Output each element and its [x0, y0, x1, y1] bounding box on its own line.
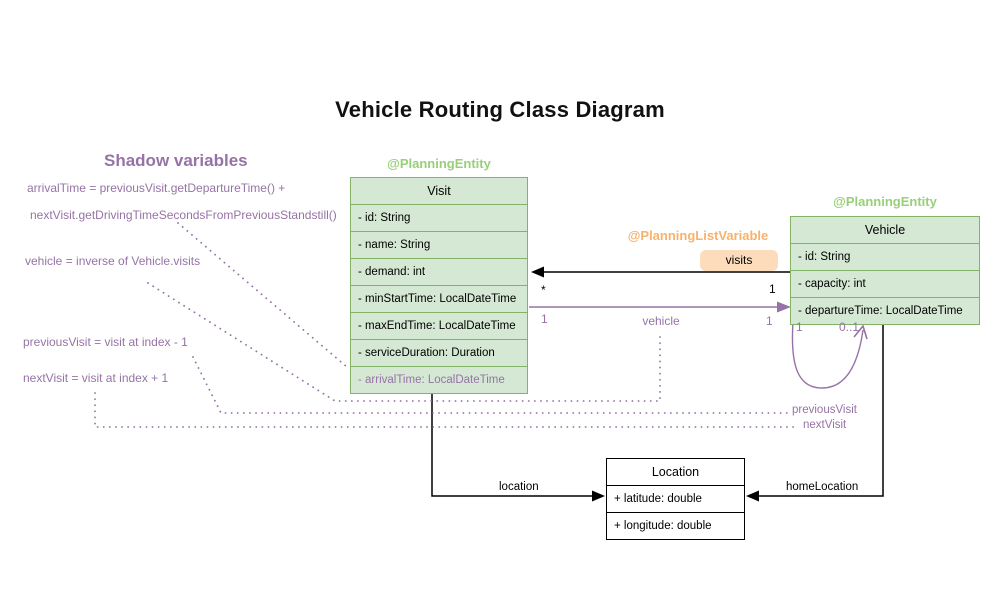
homelocation-arrowhead-icon: [746, 490, 759, 502]
homelocation-relationship-label: homeLocation: [786, 481, 859, 493]
shadow-variable-arrivaltime-cont: nextVisit.getDrivingTimeSecondsFromPrevi…: [30, 208, 337, 222]
shadow-variables-heading: Shadow variables: [104, 151, 248, 170]
visit-attr-demand: - demand: int: [351, 258, 527, 285]
shadow-variable-previousvisit: previousVisit = visit at index - 1: [23, 335, 188, 349]
visit-attr-maxendtime: - maxEndTime: LocalDateTime: [351, 312, 527, 339]
location-class-box: Location + latitude: double + longitude:…: [606, 458, 745, 540]
visit-attr-name: - name: String: [351, 231, 527, 258]
shadow-variable-vehicle: vehicle = inverse of Vehicle.visits: [25, 254, 201, 268]
shadow-variable-arrivaltime: arrivalTime = previousVisit.getDeparture…: [27, 181, 286, 195]
vehicle-class-box: Vehicle - id: String - capacity: int - d…: [790, 216, 980, 325]
visits-relationship-label: visits: [700, 250, 778, 271]
visit-planning-entity-annotation: @PlanningEntity: [387, 156, 491, 171]
vehicle-multiplicity-vehicle-end: 1: [766, 314, 773, 328]
shadow-variable-nextvisit: nextVisit = visit at index + 1: [23, 371, 169, 385]
visits-multiplicity-vehicle-end: 1: [769, 282, 776, 296]
self-reference-target-multiplicity: 0..1: [839, 320, 860, 334]
location-attr-latitude: + latitude: double: [607, 485, 744, 512]
diagram-title: Vehicle Routing Class Diagram: [335, 97, 665, 122]
location-class-name: Location: [651, 465, 700, 479]
visit-class-name: Visit: [427, 184, 451, 198]
nextvisit-relationship-label: nextVisit: [803, 419, 847, 431]
vehicle-planning-entity-annotation: @PlanningEntity: [833, 194, 937, 209]
visit-class-box: Visit - id: String - name: String - dema…: [350, 177, 528, 394]
visits-multiplicity-visit-end: *: [541, 283, 546, 297]
vehicle-relationship-label: vehicle: [642, 314, 680, 328]
visit-attr-arrivaltime: - arrivalTime: LocalDateTime: [351, 366, 527, 393]
dotted-link-nextvisit: [94, 392, 799, 428]
vehicle-arrowhead-icon: [777, 301, 791, 313]
location-arrowhead-icon: [592, 490, 605, 502]
planning-list-variable-annotation: @PlanningListVariable: [627, 228, 769, 243]
location-relationship-label: location: [499, 481, 539, 493]
visit-attr-minstarttime: - minStartTime: LocalDateTime: [351, 285, 527, 312]
visit-attr-serviceduration: - serviceDuration: Duration: [351, 339, 527, 366]
dotted-link-arrivaltime: [177, 222, 348, 368]
vehicle-attr-departuretime: - departureTime: LocalDateTime: [791, 297, 979, 324]
vehicle-multiplicity-visit-end: 1: [541, 312, 548, 326]
self-reference-source-multiplicity: 1: [796, 320, 803, 334]
vehicle-attr-capacity: - capacity: int: [791, 270, 979, 297]
previousvisit-relationship-label: previousVisit: [792, 404, 857, 416]
location-attr-longitude: + longitude: double: [607, 512, 744, 539]
vehicle-attr-id: - id: String: [791, 243, 979, 270]
vehicle-class-name: Vehicle: [864, 223, 906, 237]
visit-attr-id: - id: String: [351, 204, 527, 231]
location-association-line: [431, 386, 596, 497]
visits-arrowhead-icon: [531, 266, 544, 278]
